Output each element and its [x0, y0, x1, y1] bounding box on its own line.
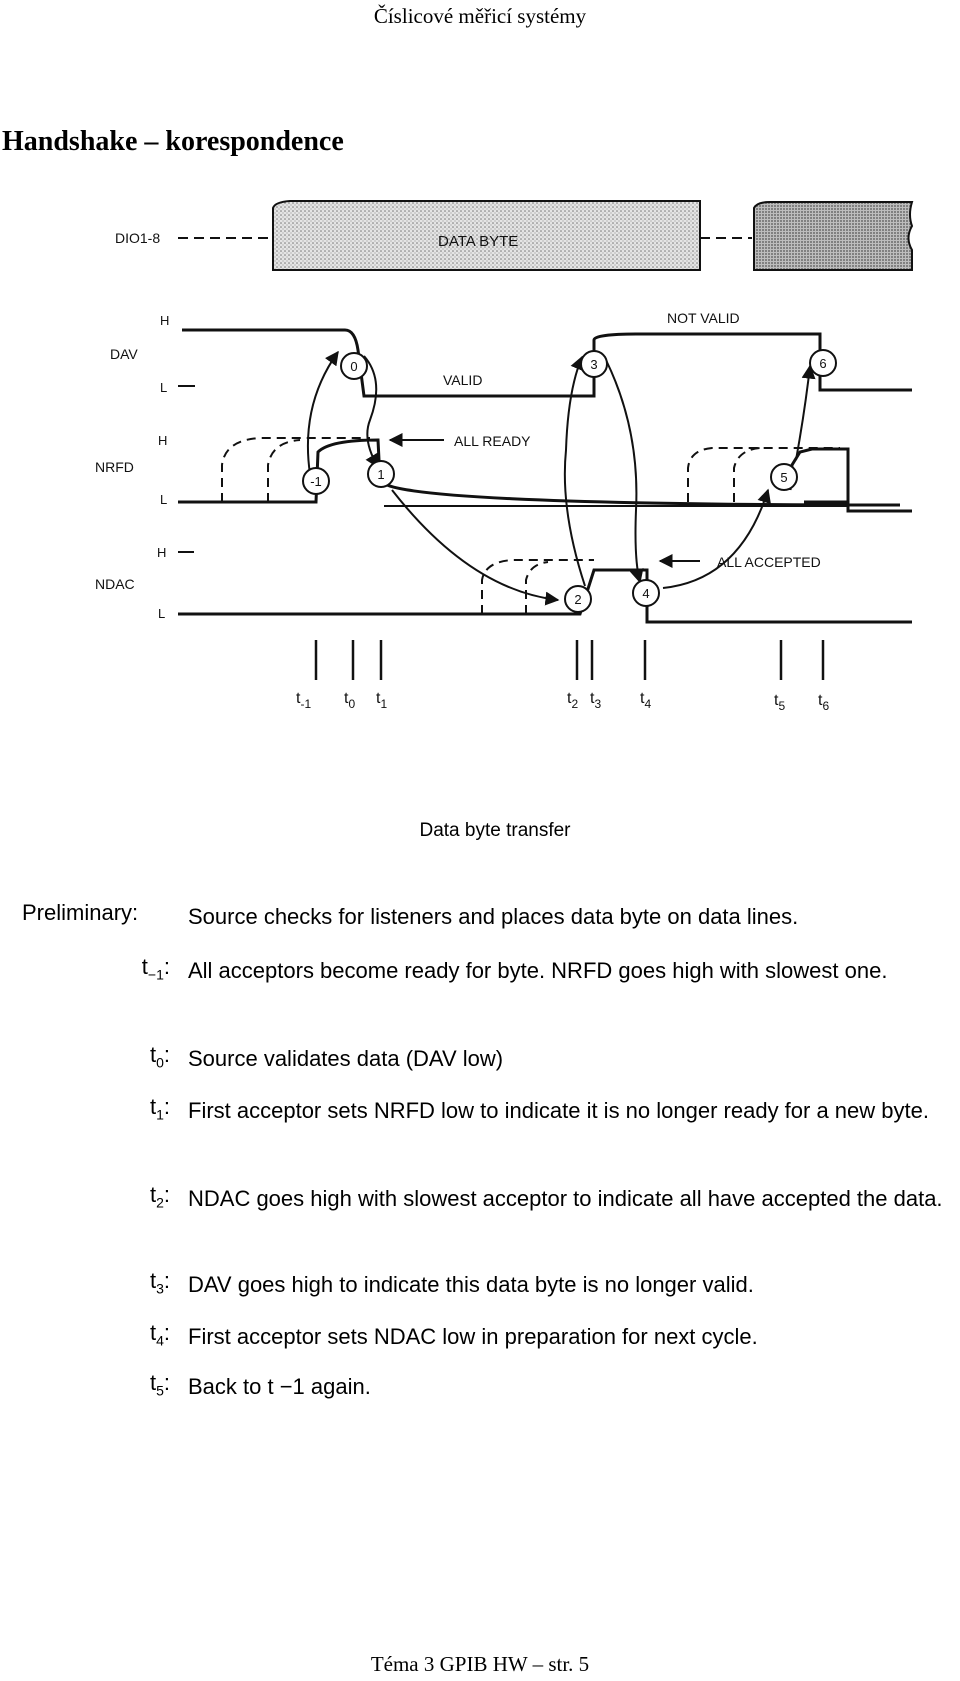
step-label: Preliminary:: [22, 900, 139, 925]
svg-text:t0: t0: [344, 690, 355, 711]
step-label: t−1:: [141, 954, 170, 983]
next-data-byte-block: [753, 201, 914, 271]
time-tick-t3: t3: [590, 640, 601, 711]
not-valid-annotation: NOT VALID: [667, 310, 740, 326]
arrow-3-to-4: [605, 359, 644, 584]
ndac-level-h: H: [157, 545, 166, 560]
step-text: NDAC goes high with slowest acceptor to …: [188, 1186, 943, 1211]
svg-text:-1: -1: [310, 474, 322, 489]
dav-waveform: [182, 328, 912, 398]
svg-text:4: 4: [642, 586, 649, 601]
time-tick-t0: t0: [344, 640, 355, 711]
svg-text:t2: t2: [567, 690, 578, 711]
event-marker-6: 6: [809, 349, 837, 377]
svg-text:t-1: t-1: [296, 690, 311, 711]
valid-annotation: VALID: [443, 372, 482, 388]
svg-text:5: 5: [780, 470, 787, 485]
step-label: t4:: [149, 1320, 170, 1349]
svg-text:t5: t5: [774, 692, 785, 713]
page-header: Číslicové měřicí systémy: [373, 4, 587, 28]
ndac-level-l: L: [158, 606, 165, 621]
event-marker-1: 1: [367, 460, 395, 488]
nrfd-level-l: L: [160, 492, 167, 507]
event-marker-2: 2: [564, 585, 592, 613]
all-ready-annotation: ALL READY: [454, 433, 531, 449]
arrow-1-to-2: [391, 489, 560, 606]
data-byte-block: [272, 200, 701, 271]
handshake-timing-diagram: DIO1-8 DATA BYTE DAV H L VALID NOT VALID…: [95, 200, 914, 713]
step-text: First acceptor sets NRFD low to indicate…: [188, 1098, 929, 1123]
signal-label-nrfd: NRFD: [95, 459, 134, 475]
page-footer: Téma 3 GPIB HW – str. 5: [370, 1652, 590, 1676]
event-marker-0: 0: [340, 352, 368, 380]
svg-text:t1: t1: [376, 690, 387, 711]
event-marker-4: 4: [632, 579, 660, 607]
event-marker-3: 3: [580, 350, 608, 378]
time-tick-t1: t1: [376, 640, 387, 711]
nrfd-dashed-ready-right: [687, 447, 840, 502]
time-tick-t-1: t-1: [296, 640, 318, 711]
step-text: All acceptors become ready for byte. NRF…: [188, 958, 888, 983]
step-label: t2:: [149, 1182, 170, 1211]
arrow-0-to-1: [363, 355, 379, 469]
signal-label-dio: DIO1-8: [115, 230, 160, 246]
nrfd-level-h: H: [158, 433, 167, 448]
arrow-2-to-3: [563, 355, 586, 587]
step-text: Back to t −1 again.: [188, 1374, 371, 1399]
dav-level-l: L: [160, 380, 167, 395]
dav-level-h: H: [160, 313, 169, 328]
ndac-waveform: [178, 568, 912, 624]
svg-text:2: 2: [574, 592, 581, 607]
svg-text:t3: t3: [590, 690, 601, 711]
step-text: DAV goes high to indicate this data byte…: [188, 1272, 754, 1297]
data-byte-label: DATA BYTE: [438, 233, 518, 250]
event-marker-minus1: -1: [302, 467, 330, 495]
diagram-caption: Data byte transfer: [419, 820, 571, 841]
time-tick-t2: t2: [567, 640, 578, 711]
svg-text:3: 3: [590, 357, 597, 372]
time-tick-t4: t4: [640, 640, 651, 711]
step-label: t0:: [149, 1042, 170, 1071]
nrfd-dashed-ready-left: [221, 437, 370, 502]
step-label: t1:: [149, 1094, 170, 1123]
step-label: t5:: [149, 1370, 170, 1399]
time-tick-t5: t5: [774, 640, 785, 713]
arrow-m1-to-0: [307, 350, 339, 475]
svg-text:0: 0: [350, 359, 357, 374]
event-marker-5: 5: [770, 463, 798, 491]
time-tick-t6: t6: [818, 640, 829, 713]
all-accepted-annotation: ALL ACCEPTED: [717, 554, 821, 570]
arrow-5-to-6: [795, 364, 816, 461]
step-text: First acceptor sets NDAC low in preparat…: [188, 1324, 758, 1349]
signal-label-dav: DAV: [110, 346, 138, 362]
nrfd-high-right: [846, 449, 912, 513]
step-label: t3:: [149, 1268, 170, 1297]
step-text: Source validates data (DAV low): [188, 1046, 504, 1071]
ndac-dashed-accept: [481, 559, 594, 614]
signal-label-ndac: NDAC: [95, 576, 135, 592]
svg-text:t4: t4: [640, 690, 651, 711]
svg-text:6: 6: [819, 356, 826, 371]
arrow-4-to-5: [662, 488, 771, 589]
svg-text:1: 1: [377, 467, 384, 482]
step-text: Source checks for listeners and places d…: [188, 904, 799, 929]
page-title: Handshake – korespondence: [2, 126, 344, 157]
svg-text:t6: t6: [818, 692, 829, 713]
